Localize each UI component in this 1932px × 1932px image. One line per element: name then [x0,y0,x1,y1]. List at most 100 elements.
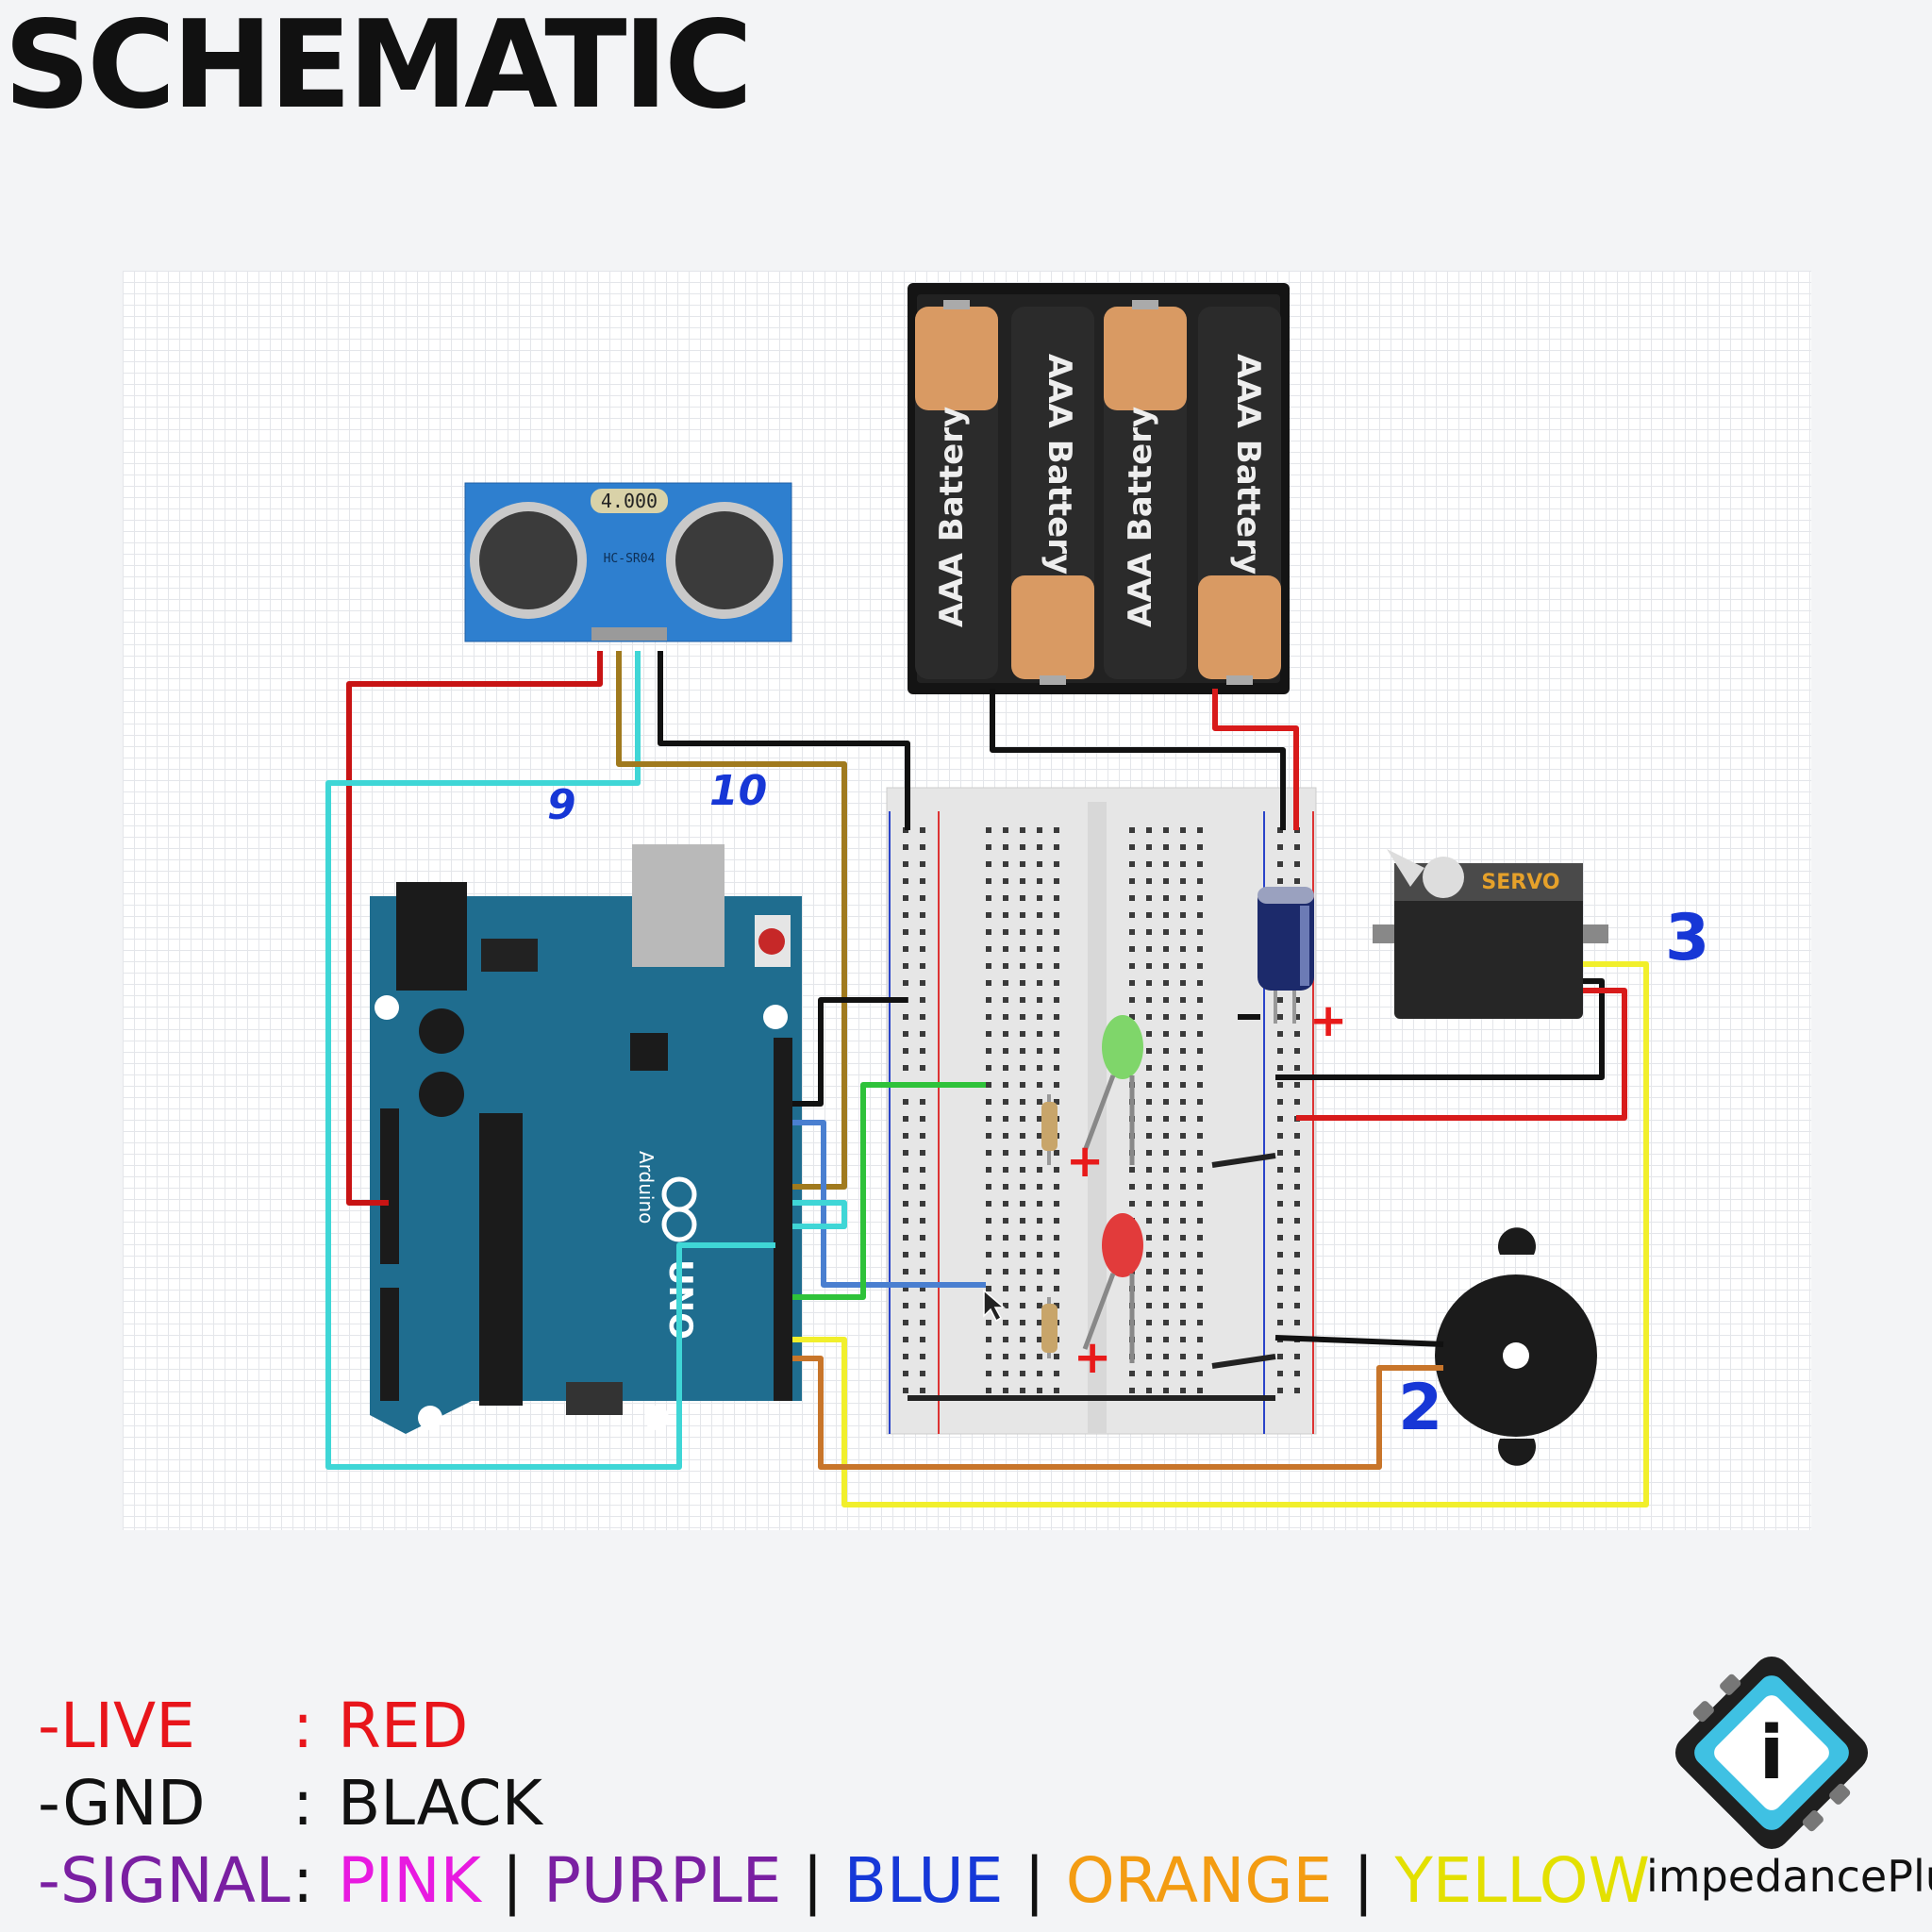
breadboard-hole [1129,963,1135,969]
breadboard-hole [1146,1099,1152,1105]
breadboard-hole [1054,1218,1059,1224]
legend-separator: | [501,1844,524,1917]
plus-marker-red-led: + [1074,1331,1111,1384]
breadboard-hole [1054,895,1059,901]
breadboard-hole [903,1031,908,1037]
breadboard-hole [1020,1388,1025,1393]
breadboard-hole [1197,946,1203,952]
breadboard-hole [1146,1218,1152,1224]
breadboard-hole [1003,1099,1008,1105]
breadboard-hole [986,878,991,884]
breadboard-hole [920,1235,925,1241]
breadboard-hole [903,1252,908,1257]
breadboard-hole [1020,878,1025,884]
breadboard-hole [1294,1388,1300,1393]
breadboard-hole [1163,1065,1169,1071]
breadboard-hole [1197,895,1203,901]
breadboard-hole [1054,1082,1059,1088]
breadboard-hole [1037,912,1042,918]
breadboard-hole [1037,1116,1042,1122]
breadboard-hole [986,1269,991,1274]
breadboard-hole [1054,963,1059,969]
breadboard-hole [1146,1133,1152,1139]
breadboard-hole [986,1388,991,1393]
breadboard-hole [903,1388,908,1393]
breadboard-hole [1197,1184,1203,1190]
red-led [1082,1213,1143,1363]
breadboard-hole [1037,963,1042,969]
breadboard-hole [1003,963,1008,969]
breadboard-hole [920,895,925,901]
breadboard-hole [1294,844,1300,850]
breadboard-hole [1037,1133,1042,1139]
wire-trig-9 [325,651,775,1470]
breadboard-hole [1197,1048,1203,1054]
breadboard-hole [1277,1235,1283,1241]
breadboard-hole [1197,980,1203,986]
breadboard-hole [903,1235,908,1241]
breadboard-hole [1020,1354,1025,1359]
breadboard-hole [1294,997,1300,1003]
arduino-label: Arduino [635,1151,658,1224]
breadboard-hole [1197,997,1203,1003]
battery-label-1: AAA Battery [933,407,971,627]
breadboard-hole [1129,878,1135,884]
breadboard-hole [986,1252,991,1257]
breadboard-hole [1146,963,1152,969]
legend-separator: | [1024,1844,1045,1917]
breadboard-hole [903,1320,908,1325]
breadboard-hole [920,844,925,850]
breadboard-hole [903,1048,908,1054]
breadboard-hole [1003,1082,1008,1088]
breadboard-hole [1180,1167,1186,1173]
breadboard-hole [1146,980,1152,986]
breadboard-hole [1277,1303,1283,1308]
breadboard-hole [986,895,991,901]
breadboard-hole [1037,1167,1042,1173]
breadboard-hole [903,1116,908,1122]
breadboard-hole [1180,861,1186,867]
breadboard-hole [1003,1252,1008,1257]
breadboard-hole [1180,827,1186,833]
breadboard-hole [1277,1286,1283,1291]
breadboard-hole [1146,1065,1152,1071]
breadboard-hole [1163,1150,1169,1156]
breadboard-hole [1277,1014,1283,1020]
legend-signal-purple: PURPLE [543,1844,782,1917]
breadboard-hole [1054,827,1059,833]
breadboard-hole [986,861,991,867]
breadboard-hole [920,997,925,1003]
breadboard-hole [1003,1218,1008,1224]
wire-jumper-2 [1211,1354,1276,1369]
breadboard-hole [1277,1167,1283,1173]
breadboard-hole [1277,1269,1283,1274]
breadboard-hole [1020,1031,1025,1037]
breadboard-hole [1020,1303,1025,1308]
breadboard-hole [986,997,991,1003]
breadboard-hole [1037,1184,1042,1190]
breadboard-hole [1180,1133,1186,1139]
breadboard-hole [1054,1388,1059,1393]
breadboard-hole [1294,1031,1300,1037]
breadboard-hole [1129,1201,1135,1207]
breadboard-hole [1146,827,1152,833]
breadboard-hole [986,929,991,935]
breadboard-hole [903,912,908,918]
breadboard-hole [1020,1235,1025,1241]
breadboard-hole [903,1371,908,1376]
breadboard-hole [1197,1371,1203,1376]
breadboard-hole [1020,1252,1025,1257]
breadboard-hole [1163,1133,1169,1139]
breadboard-hole [1020,1167,1025,1173]
breadboard-hole [986,1150,991,1156]
breadboard-hole [1146,1031,1152,1037]
breadboard-hole [1163,1167,1169,1173]
breadboard-hole [1003,1048,1008,1054]
legend-live-colon: : [292,1690,314,1762]
breadboard-hole [1020,1269,1025,1274]
legend-signal: -SIGNAL : PINK|PURPLE|BLUE|ORANGE|YELLOW [38,1843,1650,1919]
breadboard-hole [920,1354,925,1359]
breadboard-hole [1037,1235,1042,1241]
breadboard-hole [1294,1201,1300,1207]
breadboard-hole [1003,1320,1008,1325]
